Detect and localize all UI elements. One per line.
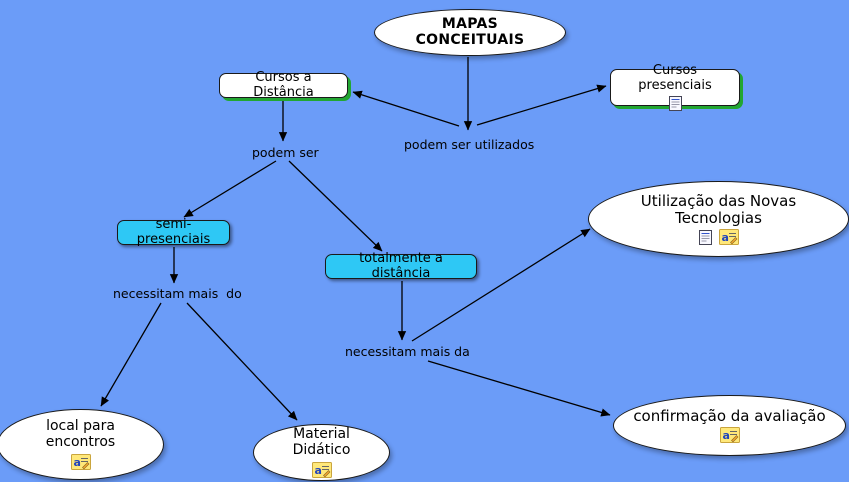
node-icons <box>668 96 682 112</box>
node-cursos-a-distancia[interactable]: Cursos a Distância <box>219 69 348 100</box>
annotation-icon[interactable]: a <box>70 453 91 470</box>
edge-necessitam-do-to-local <box>100 302 162 407</box>
node-label: MAPAS CONCEITUAIS <box>415 15 525 48</box>
node-cursos-presenciais[interactable]: Cursos presenciais <box>610 63 740 112</box>
node-icons: a <box>311 461 332 478</box>
svg-text:a: a <box>721 231 728 244</box>
node-label: totalmente a distância <box>359 250 443 281</box>
node-icons: a <box>719 427 740 444</box>
svg-text:a: a <box>73 456 80 469</box>
node-label: Material Didático <box>292 426 351 458</box>
svg-text:a: a <box>722 429 729 442</box>
node-label: confirmação da avaliação <box>633 406 826 425</box>
edge-podem-ser-to-semi-presenciais <box>183 160 277 218</box>
node-utilizacao-novas-tecnologias[interactable]: Utilização das Novas Tecnologias a <box>588 181 849 257</box>
annotation-icon[interactable]: a <box>311 461 332 478</box>
node-icons: a <box>70 453 91 470</box>
node-label: Cursos a Distância <box>253 69 314 100</box>
node-label: semi-presenciais <box>136 216 211 247</box>
edge-junction-to-cursos-presenciais <box>476 84 607 126</box>
node-mapas-conceituais[interactable]: MAPAS CONCEITUAIS <box>374 9 566 56</box>
node-confirmacao-da-avaliacao[interactable]: confirmação da avaliação a <box>613 395 846 456</box>
annotation-icon[interactable]: a <box>719 427 740 444</box>
node-label: Cursos presenciais <box>638 62 712 93</box>
node-local-para-encontros[interactable]: local para encontros a <box>0 409 164 480</box>
edge-podem-ser-to-totalmente <box>288 160 383 252</box>
edge-necessitam-do-to-material <box>186 302 298 421</box>
edge-junction-to-cursos-distancia <box>352 90 460 127</box>
annotation-icon[interactable]: a <box>718 229 739 246</box>
node-label: Utilização das Novas Tecnologias <box>640 191 797 227</box>
node-label: local para encontros <box>45 418 116 450</box>
node-material-didatico[interactable]: Material Didático a <box>253 424 390 481</box>
node-semi-presenciais[interactable]: semi-presenciais <box>117 216 230 247</box>
edge-necessitam-da-to-utilizacao <box>411 228 591 342</box>
node-icons: a <box>698 229 739 246</box>
linking-phrase-podem-ser[interactable]: podem ser <box>252 145 319 160</box>
linking-phrase-necessitam-mais-do[interactable]: necessitam mais do <box>113 286 242 301</box>
edge-necessitam-da-to-confirmacao <box>427 360 611 417</box>
resource-icon[interactable] <box>698 229 712 245</box>
resource-icon[interactable] <box>668 96 682 112</box>
linking-phrase-podem-ser-utilizados[interactable]: podem ser utilizados <box>404 137 535 152</box>
node-totalmente-a-distancia[interactable]: totalmente a distância <box>325 250 477 281</box>
svg-text:a: a <box>314 464 321 477</box>
linking-phrase-necessitam-mais-da[interactable]: necessitam mais da <box>345 344 470 359</box>
